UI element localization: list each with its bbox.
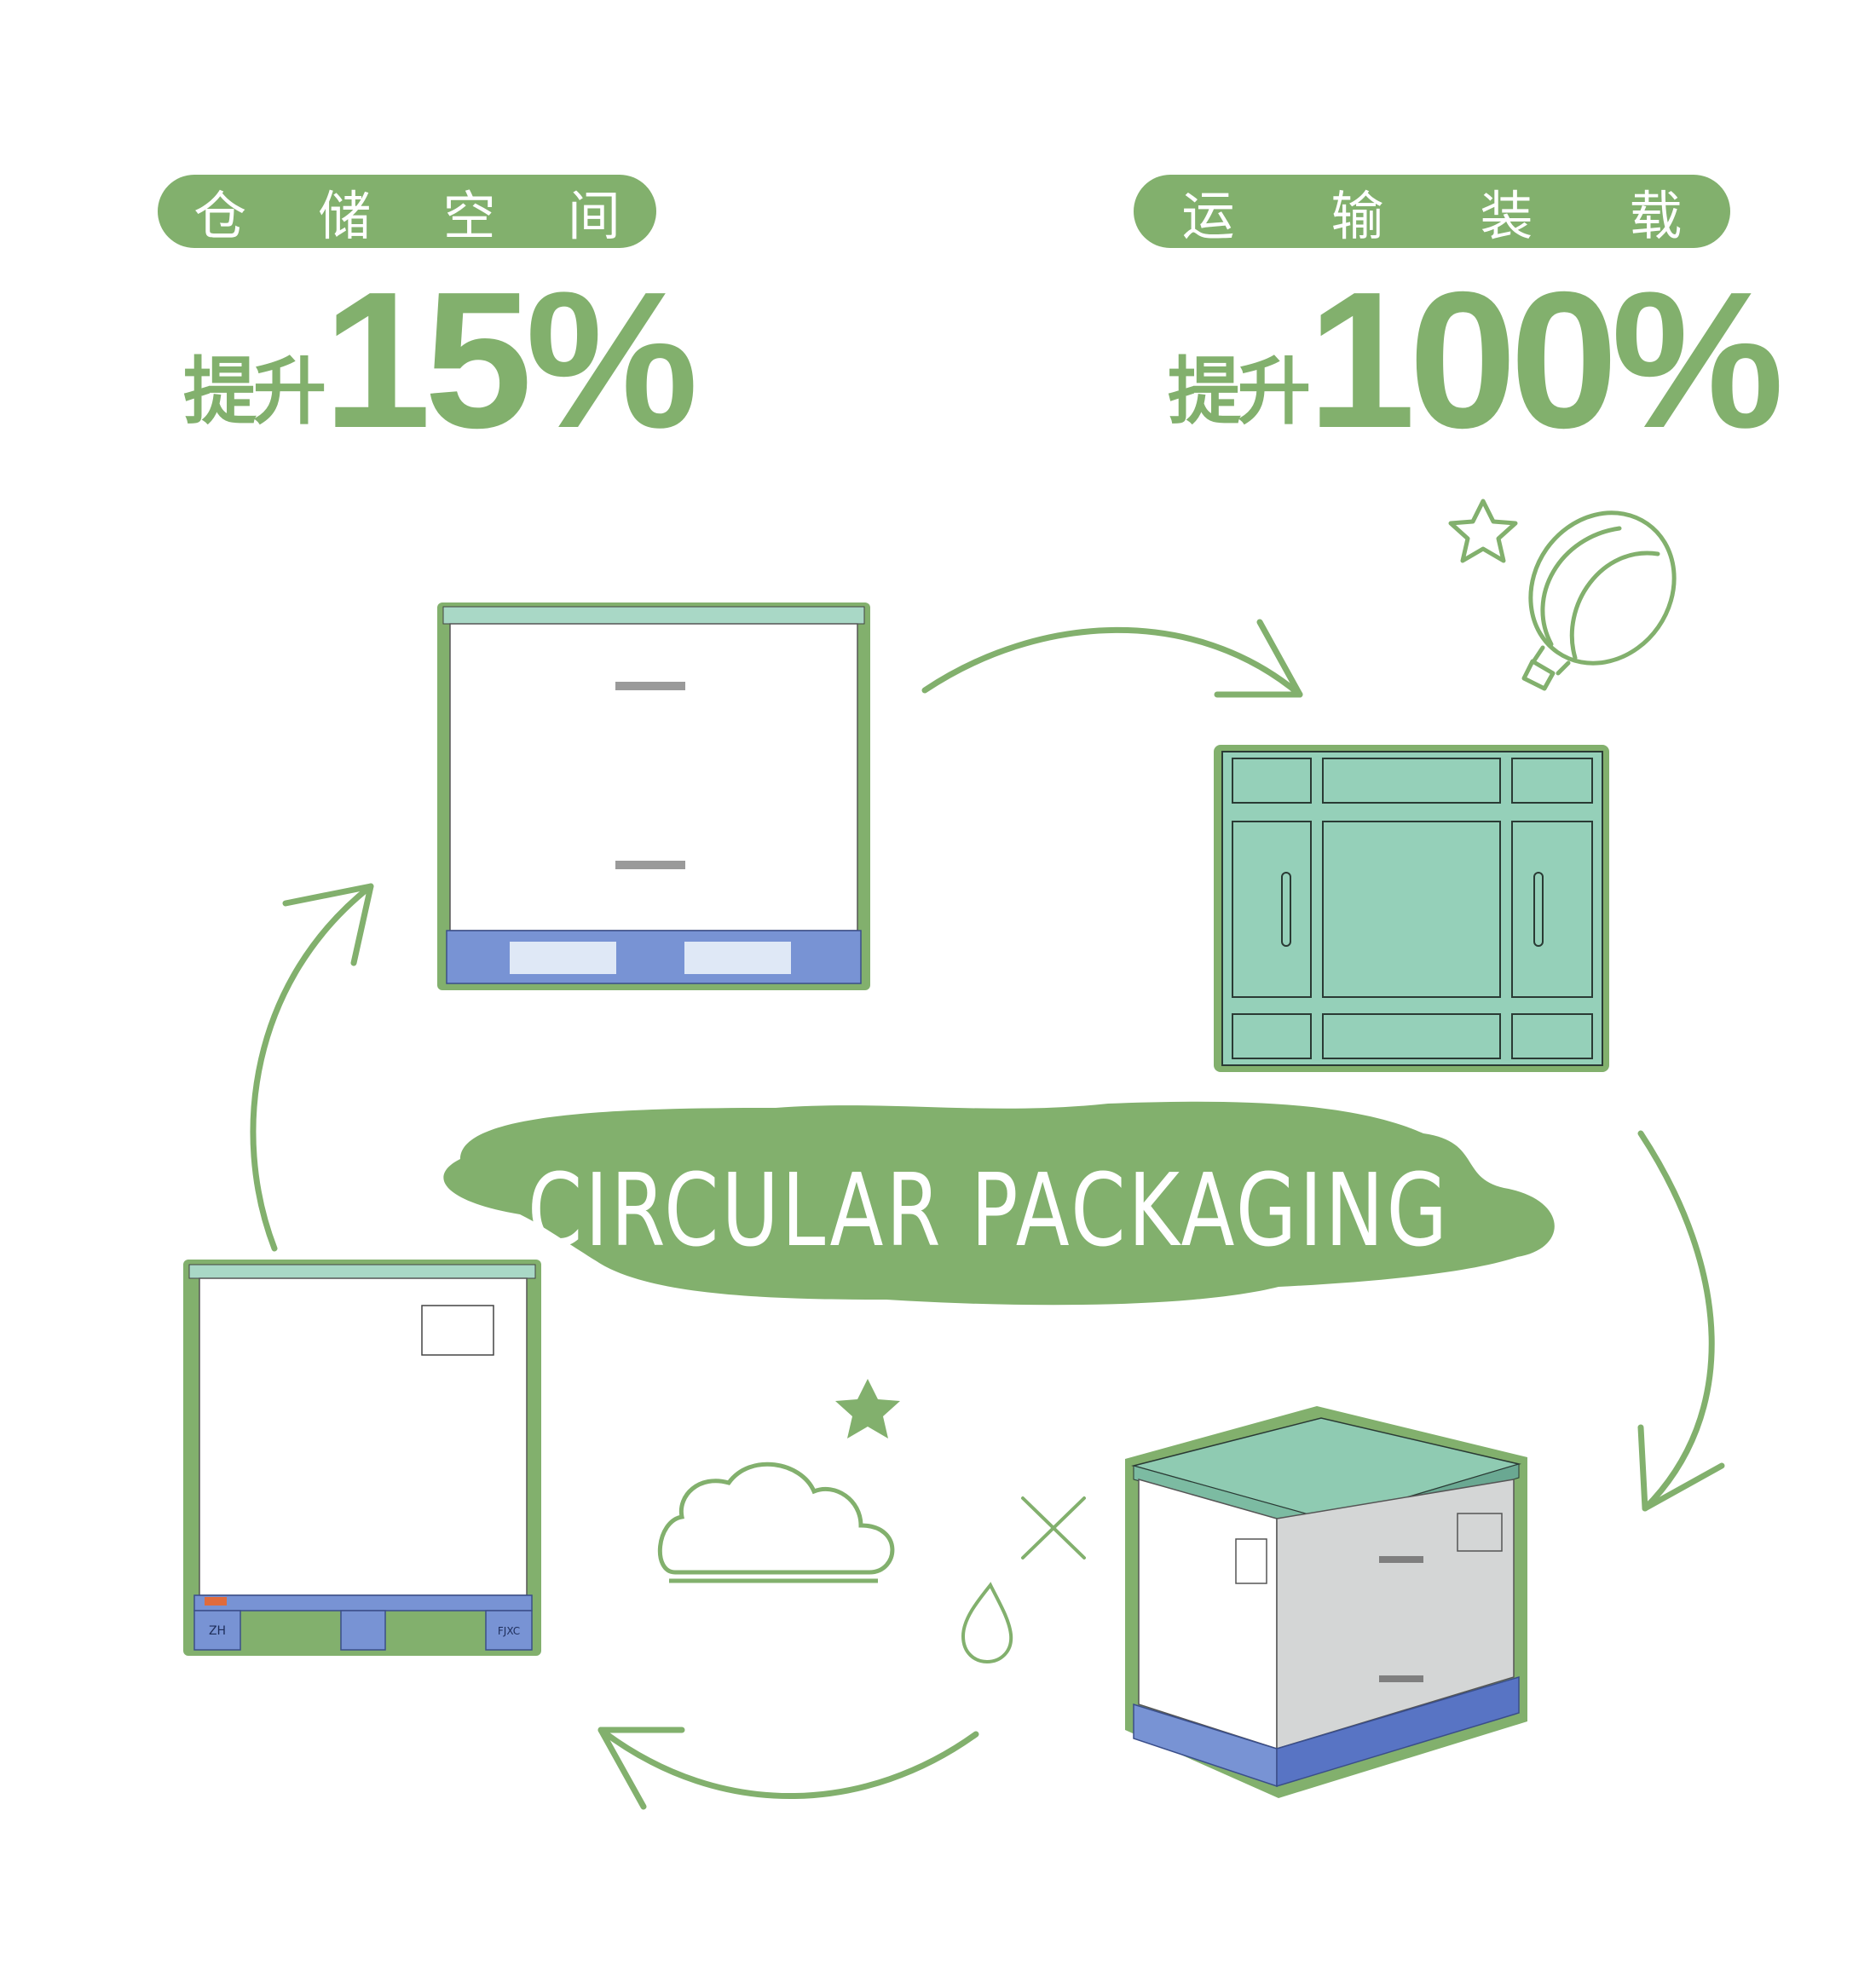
badge-transport-loading: 运 输 装 载 — [1134, 175, 1730, 248]
cloud-outline-icon — [657, 1462, 895, 1583]
stat-value: 100% — [1307, 252, 1784, 469]
badge-char: 输 — [1331, 185, 1384, 247]
lid-top-view — [1214, 745, 1609, 1072]
badge-char: 储 — [318, 185, 372, 247]
pallet-tag-right: FJXC — [498, 1625, 520, 1637]
hot-air-balloon-icon — [1521, 510, 1677, 691]
stat-value: 15% — [323, 252, 698, 469]
badge-char: 空 — [442, 185, 496, 247]
pallet-box-front-view — [437, 602, 870, 990]
pallet-box-isometric — [1125, 1406, 1527, 1798]
arrow-right — [1637, 1130, 1725, 1512]
stat-storage: 提升 15% — [183, 252, 698, 469]
arrow-left — [250, 883, 374, 1252]
stat-prefix: 提升 — [183, 349, 326, 435]
badge-char: 载 — [1629, 185, 1683, 247]
pallet-tag-left: ZH — [209, 1624, 226, 1638]
stat-transport: 提升 100% — [1168, 252, 1784, 469]
badge-char: 仓 — [193, 185, 247, 247]
badge-char: 运 — [1181, 185, 1235, 247]
cross-icon — [1021, 1496, 1086, 1560]
water-drop-icon — [961, 1582, 1013, 1664]
center-cloud-blob — [443, 1101, 1555, 1306]
badge-char: 间 — [567, 185, 621, 247]
star-outline-icon — [1448, 499, 1518, 563]
badge-storage-space: 仓 储 空 间 — [158, 175, 656, 248]
arrow-bottom — [597, 1727, 979, 1810]
badge-char: 装 — [1480, 185, 1533, 247]
star-filled-icon — [835, 1379, 900, 1438]
arrow-top — [921, 619, 1303, 698]
pallet-box-side-view: ZH FJXC — [183, 1260, 541, 1656]
stat-prefix: 提升 — [1168, 349, 1311, 435]
center-label: CIRCULAR PACKAGING — [527, 1151, 1451, 1269]
